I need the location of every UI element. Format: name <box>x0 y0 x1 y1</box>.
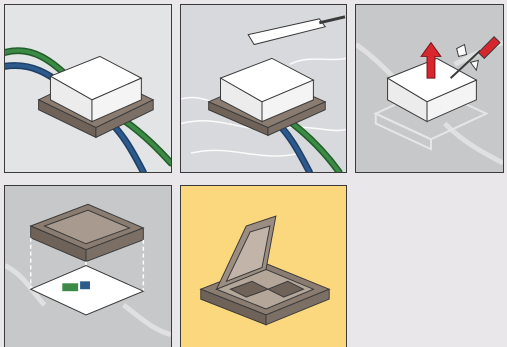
insert-floor-box-icon <box>5 203 171 338</box>
step-5-panel <box>180 185 347 347</box>
chisel-out-cover-icon <box>356 36 503 166</box>
junction-box-with-cables-icon <box>5 47 171 172</box>
step-1-panel <box>4 4 172 173</box>
step-3-panel <box>355 4 504 173</box>
screed-pouring-icon <box>181 15 346 172</box>
step-4-panel <box>4 185 172 347</box>
open-floor-box-icon <box>199 215 331 326</box>
step-2-panel <box>180 4 347 173</box>
